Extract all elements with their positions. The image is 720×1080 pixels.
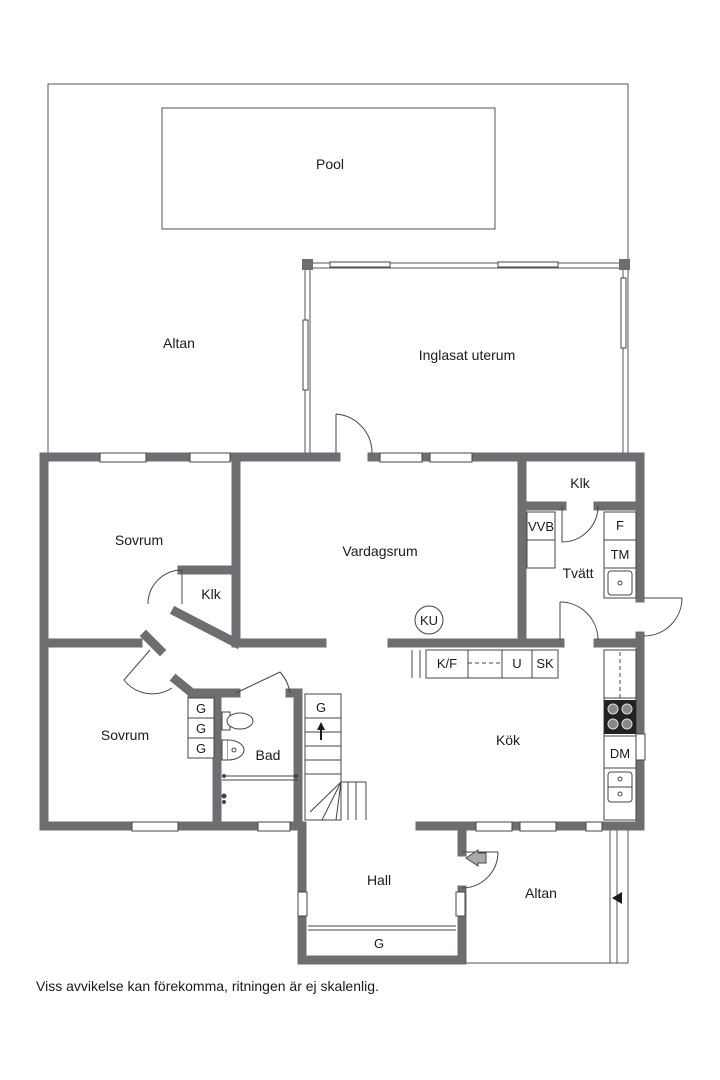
fixture-label-g-bath-1: G <box>196 701 206 716</box>
room-label-tvatt: Tvätt <box>562 565 593 581</box>
bathroom-fixtures <box>187 697 298 781</box>
doors <box>123 413 683 889</box>
fixture-label-g-hall: G <box>374 936 384 951</box>
altan-top-outline <box>47 83 629 453</box>
fixture-label-f: F <box>616 518 624 533</box>
fixture-label-vvb: VVB <box>528 519 554 534</box>
room-label-altan-bottom: Altan <box>525 885 557 901</box>
disclaimer-text: Viss avvikelse kan förekomma, ritningen … <box>36 978 379 994</box>
stove-icon <box>604 700 636 734</box>
altan-entrance-arrow-icon <box>612 892 622 904</box>
room-label-kok: Kök <box>496 732 521 748</box>
cabinets <box>425 511 637 821</box>
pool-outline <box>161 107 496 230</box>
fixture-label-tm: TM <box>611 547 630 562</box>
staircase <box>304 693 367 821</box>
room-label-sovrum-top: Sovrum <box>115 532 163 548</box>
outdoor-outlines <box>47 83 629 964</box>
room-label-sovrum-bottom: Sovrum <box>101 727 149 743</box>
room-label-hall: Hall <box>367 872 391 888</box>
fixture-label-u: U <box>512 656 521 671</box>
entrance-arrow-icon <box>465 849 487 867</box>
altan-bottom-outline <box>463 830 629 964</box>
room-label-klk-corner: Klk <box>570 475 590 491</box>
ku-circle <box>414 605 444 635</box>
fixture-label-g-bath-2: G <box>196 721 206 736</box>
fixture-label-g-bath-3: G <box>196 741 206 756</box>
room-label-uterum: Inglasat uterum <box>419 347 516 363</box>
windows <box>99 452 646 917</box>
room-label-pool: Pool <box>316 156 344 172</box>
room-label-vardagsrum: Vardagsrum <box>342 543 417 559</box>
fixture-label-ku: KU <box>420 613 438 628</box>
fixture-label-kf: K/F <box>437 656 457 671</box>
fixture-label-dm: DM <box>610 746 630 761</box>
sink-icon <box>221 739 229 761</box>
fixture-label-g-stair: G <box>316 700 326 715</box>
room-label-bad: Bad <box>256 747 281 763</box>
room-label-altan-top: Altan <box>163 335 195 351</box>
stair-up-arrow-icon <box>317 722 325 740</box>
room-label-klk-bedroom: Klk <box>201 586 221 602</box>
fixture-label-sk: SK <box>536 656 554 671</box>
